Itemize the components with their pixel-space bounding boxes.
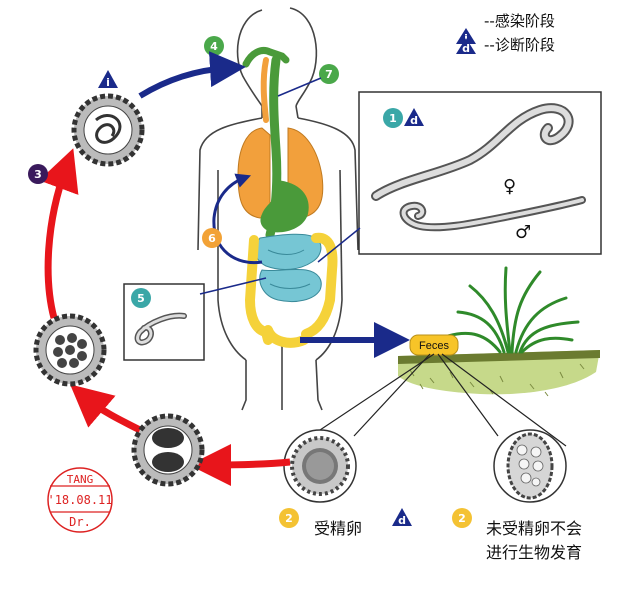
legend: i --感染阶段 d --诊断阶段 <box>456 12 555 55</box>
svg-text:d: d <box>398 514 406 527</box>
embryonated-egg <box>71 93 145 167</box>
svg-text:7: 7 <box>325 68 333 81</box>
svg-text:TANG: TANG <box>67 473 94 486</box>
diagnostic-marker-egg: d <box>392 508 412 527</box>
soil <box>398 350 600 397</box>
svg-text:'18.08.11: '18.08.11 <box>47 493 112 507</box>
morula-egg <box>33 313 107 387</box>
human-body-outline <box>197 7 359 411</box>
svg-text:Dr.: Dr. <box>69 515 91 529</box>
adult-worms-panel: 1 d ♀ ♂ <box>358 91 602 255</box>
diagnostic-marker-adults: d <box>404 108 424 127</box>
fertilized-egg-label: 受精卵 <box>314 519 362 538</box>
unfertilized-egg-magnified <box>493 429 567 503</box>
red-arrow-to-embryonated <box>39 148 79 319</box>
male-symbol: ♂ <box>515 222 531 243</box>
larva-panel: 5 <box>123 283 205 361</box>
grass <box>446 266 580 354</box>
unfertilized-egg-label-2: 进行生物发育 <box>486 543 582 562</box>
svg-text:4: 4 <box>210 40 218 53</box>
svg-text:5: 5 <box>137 292 145 305</box>
svg-text:i: i <box>106 76 110 89</box>
svg-text:1: 1 <box>389 112 397 125</box>
step-4-badge: 4 <box>204 36 224 56</box>
stomach <box>260 180 309 233</box>
step-1-badge: 1 <box>383 108 403 128</box>
svg-text:d: d <box>410 114 418 127</box>
svg-text:Feces: Feces <box>419 340 449 352</box>
legend-infective-label: --感染阶段 <box>484 12 555 30</box>
ingestion-arrow <box>138 51 246 99</box>
svg-text:2: 2 <box>285 512 293 525</box>
svg-text:d: d <box>462 42 470 55</box>
fertilized-egg-magnified <box>283 429 357 503</box>
unfertilized-egg-label-1: 未受精卵不会 <box>486 519 582 538</box>
step-5-badge: 5 <box>131 288 151 308</box>
step-3-badge: 3 <box>28 164 48 184</box>
step-2a-badge: 2 <box>279 508 299 528</box>
lungs <box>237 127 324 219</box>
svg-text:3: 3 <box>34 168 42 181</box>
migration-arrow <box>212 173 263 265</box>
date-stamp: TANG '18.08.11 Dr. <box>47 467 113 533</box>
female-symbol: ♀ <box>503 176 516 197</box>
feces-mass: Feces <box>409 334 459 356</box>
svg-text:6: 6 <box>208 232 216 245</box>
step-6-badge: 6 <box>202 228 222 248</box>
legend-diagnostic-marker: d <box>456 38 476 55</box>
red-arrow-to-2cell <box>189 443 291 486</box>
small-intestine <box>254 233 322 303</box>
two-cell-egg <box>131 413 205 487</box>
infective-marker-egg: i <box>98 70 118 89</box>
step-2b-badge: 2 <box>452 508 472 528</box>
legend-diagnostic-label: --诊断阶段 <box>484 36 555 54</box>
step-7-badge: 7 <box>319 64 339 84</box>
red-arrow-to-morula <box>70 384 142 434</box>
svg-text:2: 2 <box>458 512 466 525</box>
